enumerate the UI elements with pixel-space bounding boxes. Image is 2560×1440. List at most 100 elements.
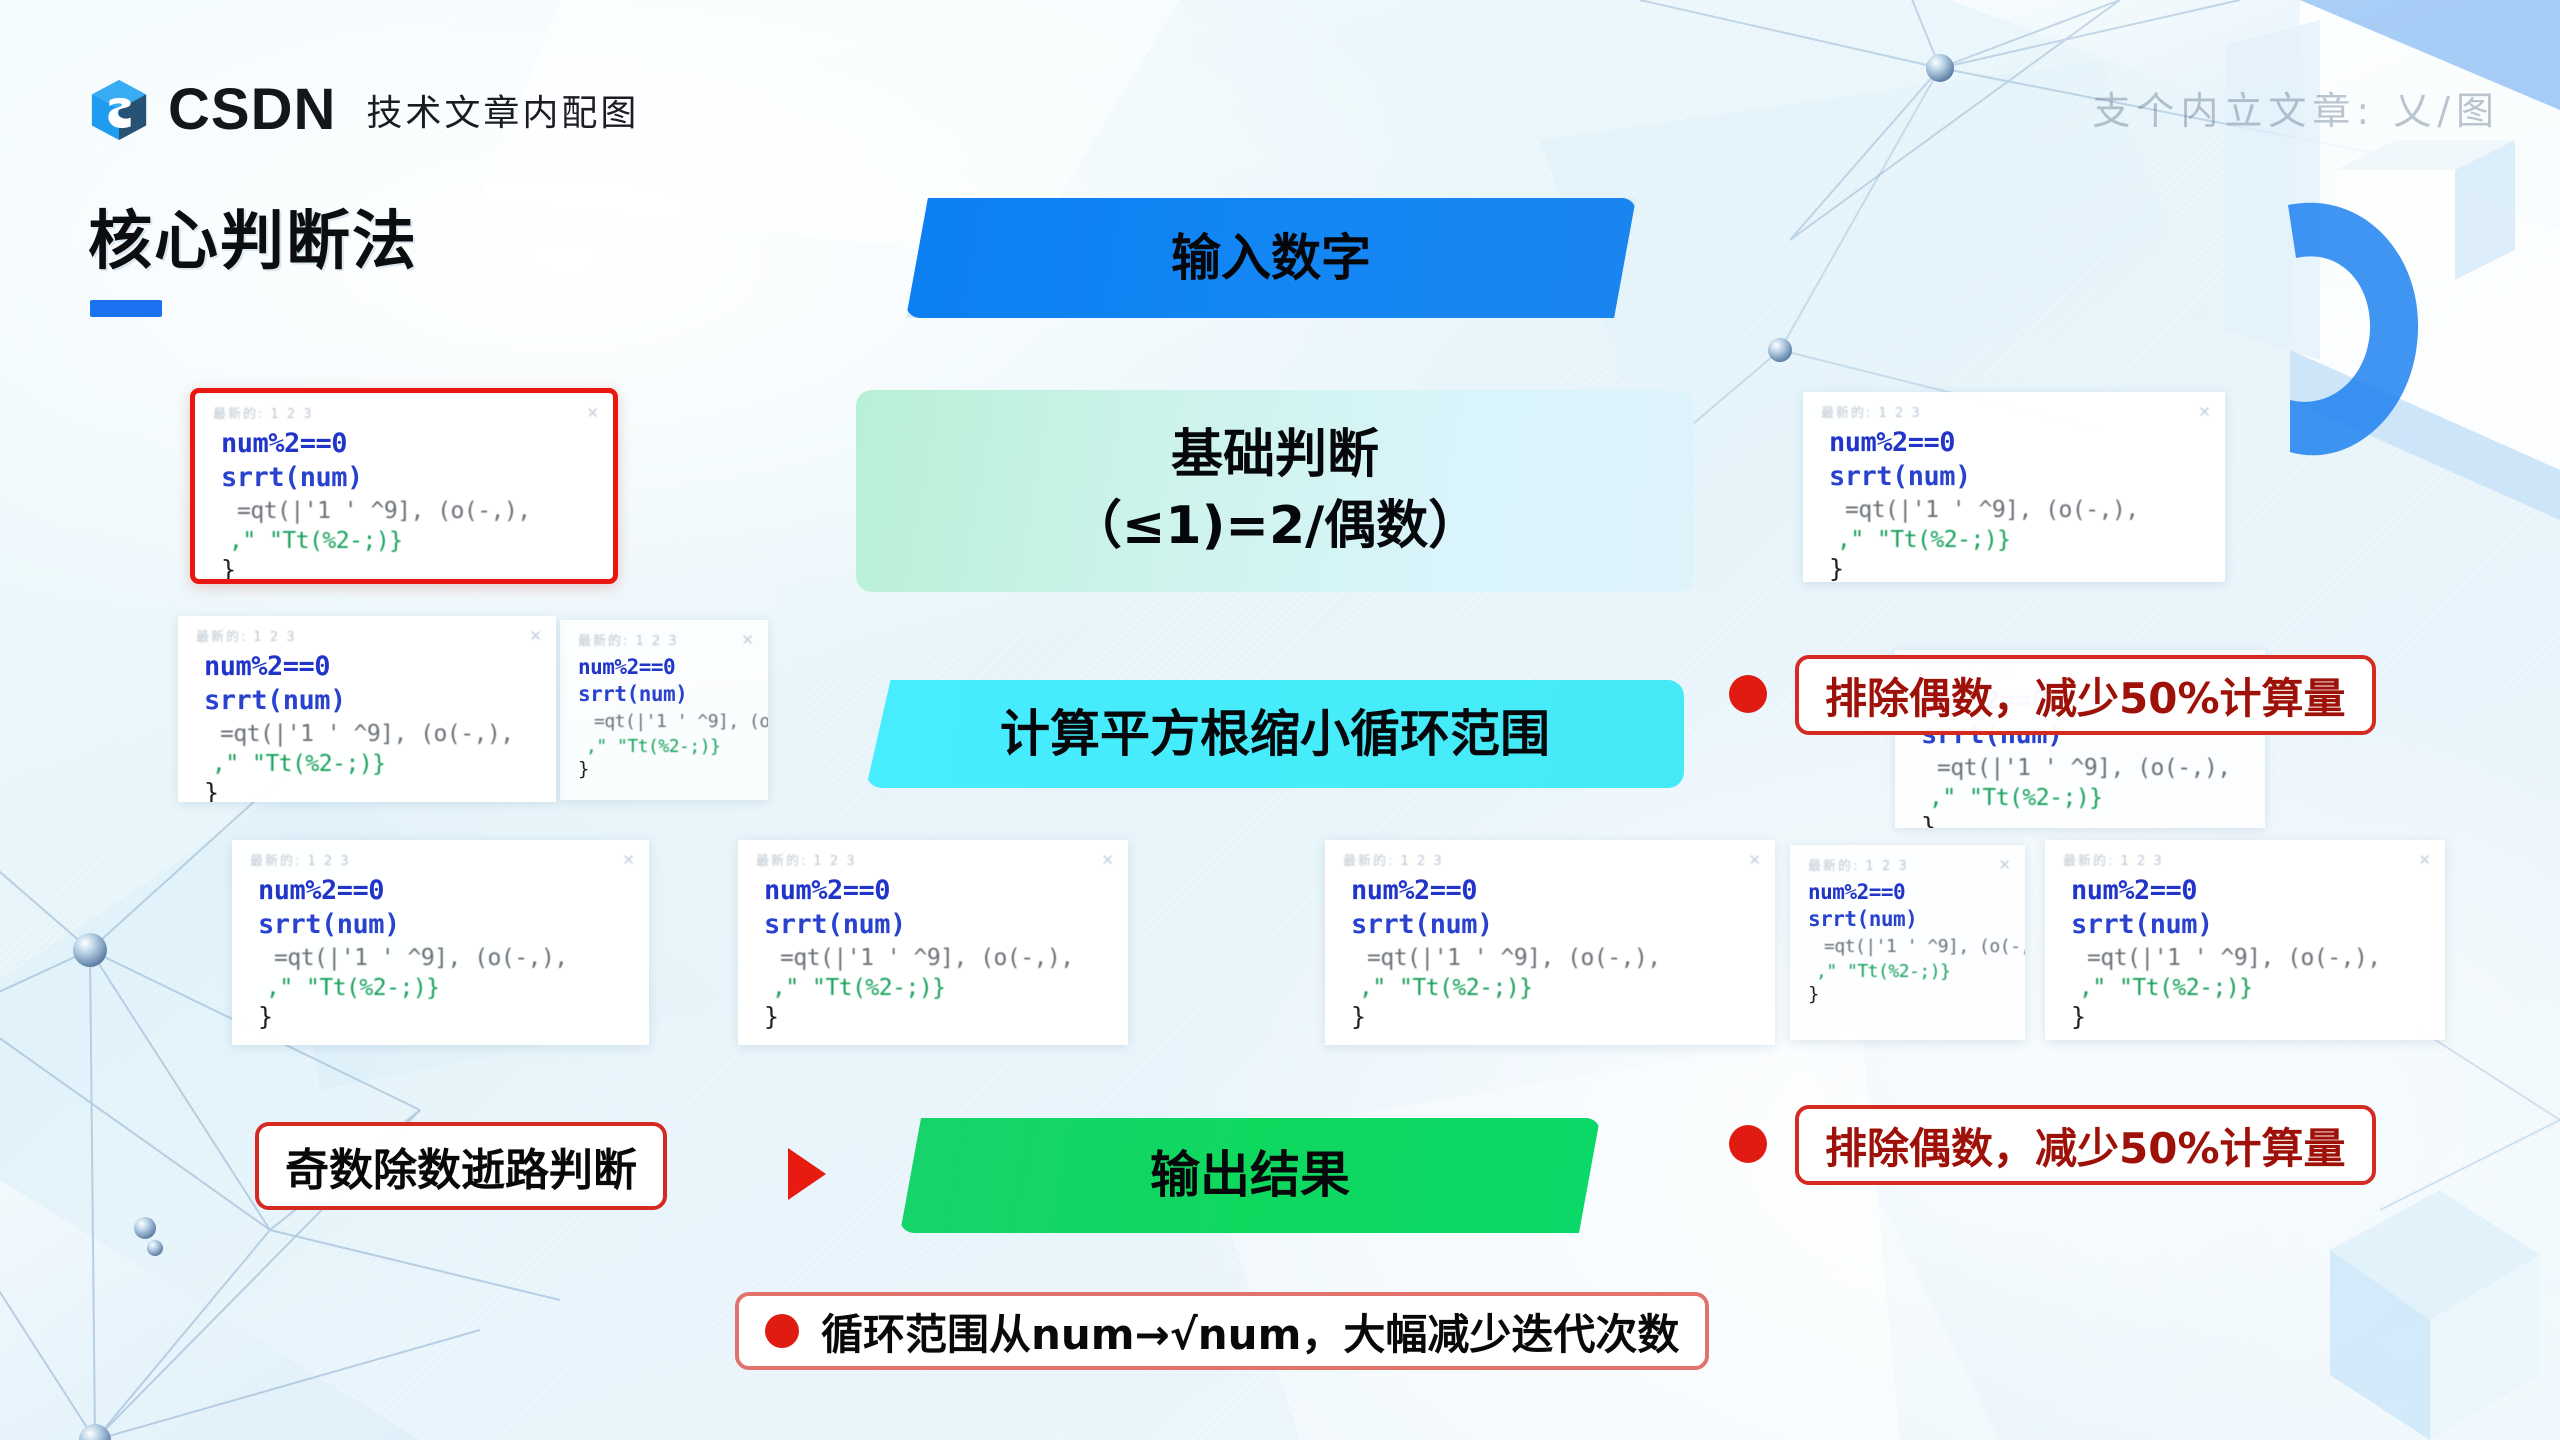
code-card-header: 最新的: 1 2 3✕ bbox=[195, 393, 613, 424]
code-line-5: } bbox=[258, 1002, 274, 1031]
code-card-title: 最新的: 1 2 3 bbox=[756, 854, 857, 869]
code-line-2: srrt(num) bbox=[2071, 909, 2213, 940]
code-card-title: 最新的: 1 2 3 bbox=[1821, 406, 1922, 421]
title-underline bbox=[90, 300, 162, 317]
flow-node-sqrt-label: 计算平方根缩小循环范围 bbox=[1000, 704, 1550, 763]
code-line-5: } bbox=[1921, 812, 1937, 828]
flow-node-output[interactable]: 输出结果 bbox=[900, 1118, 1600, 1233]
close-icon[interactable]: ✕ bbox=[622, 851, 635, 869]
code-line-3: =qt(|'1 ' ^9], (o(-,), bbox=[237, 498, 531, 524]
code-card-title: 最新的: 1 2 3 bbox=[1343, 854, 1444, 869]
code-card-header: 最新的: 1 2 3 ✕ bbox=[2045, 840, 2445, 871]
code-line-3: =qt(|'1 ' ^9], (o(-,), bbox=[1845, 497, 2139, 523]
close-icon[interactable]: ✕ bbox=[1998, 856, 2011, 874]
code-line-5: } bbox=[764, 1002, 780, 1031]
close-icon[interactable]: ✕ bbox=[741, 631, 754, 649]
code-line-2: srrt(num) bbox=[204, 685, 346, 716]
code-line-5: } bbox=[1351, 1002, 1367, 1031]
code-line-2: srrt(num) bbox=[1351, 909, 1493, 940]
play-triangle-icon bbox=[788, 1148, 826, 1200]
close-icon[interactable]: ✕ bbox=[586, 404, 599, 422]
bullet-dot-bottom bbox=[765, 1314, 799, 1348]
flow-node-sqrt-range[interactable]: 计算平方根缩小循环范围 bbox=[866, 680, 1684, 788]
callout-right-bottom: 排除偶数，减少50%计算量 bbox=[1795, 1105, 2376, 1185]
code-card-title: 最新的: 1 2 3 bbox=[578, 634, 679, 649]
code-line-3: =qt(|'1 ' ^9], (o(-,), bbox=[1367, 945, 1661, 971]
code-card-header: 最新的: 1 2 3 ✕ bbox=[738, 840, 1128, 871]
code-line-1: num%2==0 bbox=[578, 655, 676, 679]
close-icon[interactable]: ✕ bbox=[1748, 851, 1761, 869]
flow-node-base-check[interactable]: 基础判断 （≤1)=2/偶数） bbox=[856, 390, 1694, 592]
csdn-cube-icon bbox=[88, 78, 150, 142]
code-line-3: =qt(|'1 ' ^9], (o(-,), bbox=[780, 945, 1074, 971]
code-line-5: } bbox=[204, 778, 220, 802]
brand-name: CSDN bbox=[168, 77, 337, 142]
callout-right-top: 排除偶数，减少50%计算量 bbox=[1795, 655, 2376, 735]
close-icon[interactable]: ✕ bbox=[2418, 851, 2431, 869]
watermark-text: 支个内立文章: 乂/图 bbox=[2092, 89, 2500, 133]
flow-node-base-line2: （≤1)=2/偶数） bbox=[1069, 496, 1481, 556]
page-title: 核心判断法 bbox=[88, 205, 418, 279]
code-line-4: ," "Tt(%2-;)} bbox=[1816, 961, 1951, 982]
code-line-4: ," "Tt(%2-;)} bbox=[1359, 975, 1533, 1001]
code-line-2: srrt(num) bbox=[764, 909, 906, 940]
code-line-1: num%2==0 bbox=[258, 875, 385, 906]
code-card-header: 最新的: 1 2 3✕ bbox=[1790, 845, 2025, 876]
code-line-2: srrt(num) bbox=[221, 462, 363, 493]
code-line-4: ," "Tt(%2-;)} bbox=[772, 975, 946, 1001]
code-card-title: 最新的: 1 2 3 bbox=[2063, 854, 2164, 869]
code-line-1: num%2==0 bbox=[1829, 427, 1956, 458]
callout-left-bottom-label: 奇数除数逝路判断 bbox=[285, 1145, 637, 1196]
code-line-3: =qt(|'1 ' ^9], (o(-,), bbox=[2087, 945, 2381, 971]
code-line-3: =qt(|'1 ' ^9], (o(-,), bbox=[1824, 936, 2025, 957]
code-line-1: num%2==0 bbox=[1808, 880, 1906, 904]
code-line-1: num%2==0 bbox=[1351, 875, 1478, 906]
flow-node-input[interactable]: 输入数字 bbox=[906, 198, 1636, 318]
callout-left-bottom: 奇数除数逝路判断 bbox=[255, 1122, 667, 1210]
callout-bottom-center-label: 循环范围从num→√num，大幅减少迭代次数 bbox=[821, 1309, 1680, 1359]
code-line-4: ," "Tt(%2-;)} bbox=[229, 528, 403, 554]
code-line-1: num%2==0 bbox=[2071, 875, 2198, 906]
close-icon[interactable]: ✕ bbox=[1101, 851, 1114, 869]
code-line-5: } bbox=[2071, 1002, 2087, 1031]
code-line-3: =qt(|'1 ' ^9], (o(-,), bbox=[594, 711, 768, 732]
code-line-2: srrt(num) bbox=[258, 909, 400, 940]
code-line-3: =qt(|'1 ' ^9], (o(-,), bbox=[220, 721, 514, 747]
code-line-2: srrt(num) bbox=[1829, 461, 1971, 492]
code-line-5: } bbox=[1808, 983, 1820, 1005]
close-icon[interactable]: ✕ bbox=[2198, 403, 2211, 421]
code-line-2: srrt(num) bbox=[578, 682, 688, 706]
code-card-header: 最新的: 1 2 3 ✕ bbox=[560, 620, 768, 651]
code-line-1: num%2==0 bbox=[221, 428, 348, 459]
code-card[interactable]: 最新的: 1 2 3 ✕ num%2==0 srrt(num) =qt(|'1 ' ^9… bbox=[560, 620, 768, 800]
code-line-5: } bbox=[578, 758, 590, 780]
code-line-3: =qt(|'1 ' ^9], (o(-,), bbox=[1937, 755, 2231, 781]
callout-bottom-center: 循环范围从num→√num，大幅减少迭代次数 bbox=[735, 1292, 1710, 1370]
code-card-title: 最新的: 1 2 3 bbox=[250, 854, 351, 869]
code-line-1: num%2==0 bbox=[204, 651, 331, 682]
close-icon[interactable]: ✕ bbox=[529, 627, 542, 645]
code-line-4: ," "Tt(%2-;)} bbox=[1929, 785, 2103, 811]
code-line-4: ," "Tt(%2-;)} bbox=[212, 751, 386, 777]
bullet-dot-right-bottom bbox=[1729, 1125, 1767, 1163]
code-line-4: ," "Tt(%2-;)} bbox=[266, 975, 440, 1001]
flow-node-input-label: 输入数字 bbox=[1171, 228, 1371, 287]
code-card-title: 最新的: 1 2 3 bbox=[196, 630, 297, 645]
code-line-5: } bbox=[1829, 554, 1845, 582]
code-card-header: 最新的: 1 2 3 ✕ bbox=[178, 616, 556, 647]
